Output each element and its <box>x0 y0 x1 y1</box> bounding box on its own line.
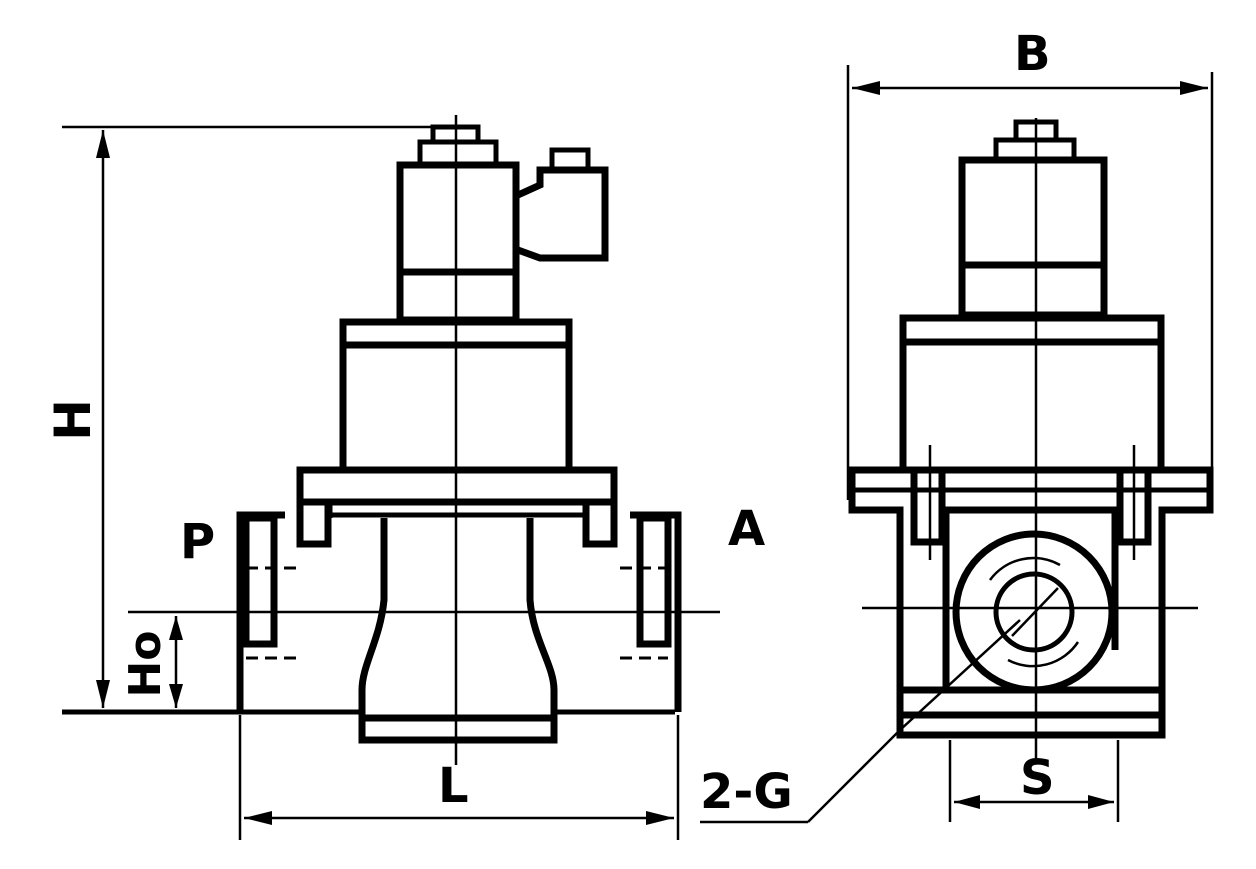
label-port-inlet: P <box>180 514 215 570</box>
label-thread: 2-G <box>700 764 793 820</box>
label-height: H <box>44 399 102 441</box>
label-port-outlet: A <box>728 501 765 557</box>
label-base-height: Ho <box>120 630 171 697</box>
label-length: L <box>438 758 469 814</box>
front-view <box>62 115 720 840</box>
label-width: B <box>1014 26 1051 82</box>
label-spacing: S <box>1020 750 1055 806</box>
side-view <box>700 65 1214 824</box>
